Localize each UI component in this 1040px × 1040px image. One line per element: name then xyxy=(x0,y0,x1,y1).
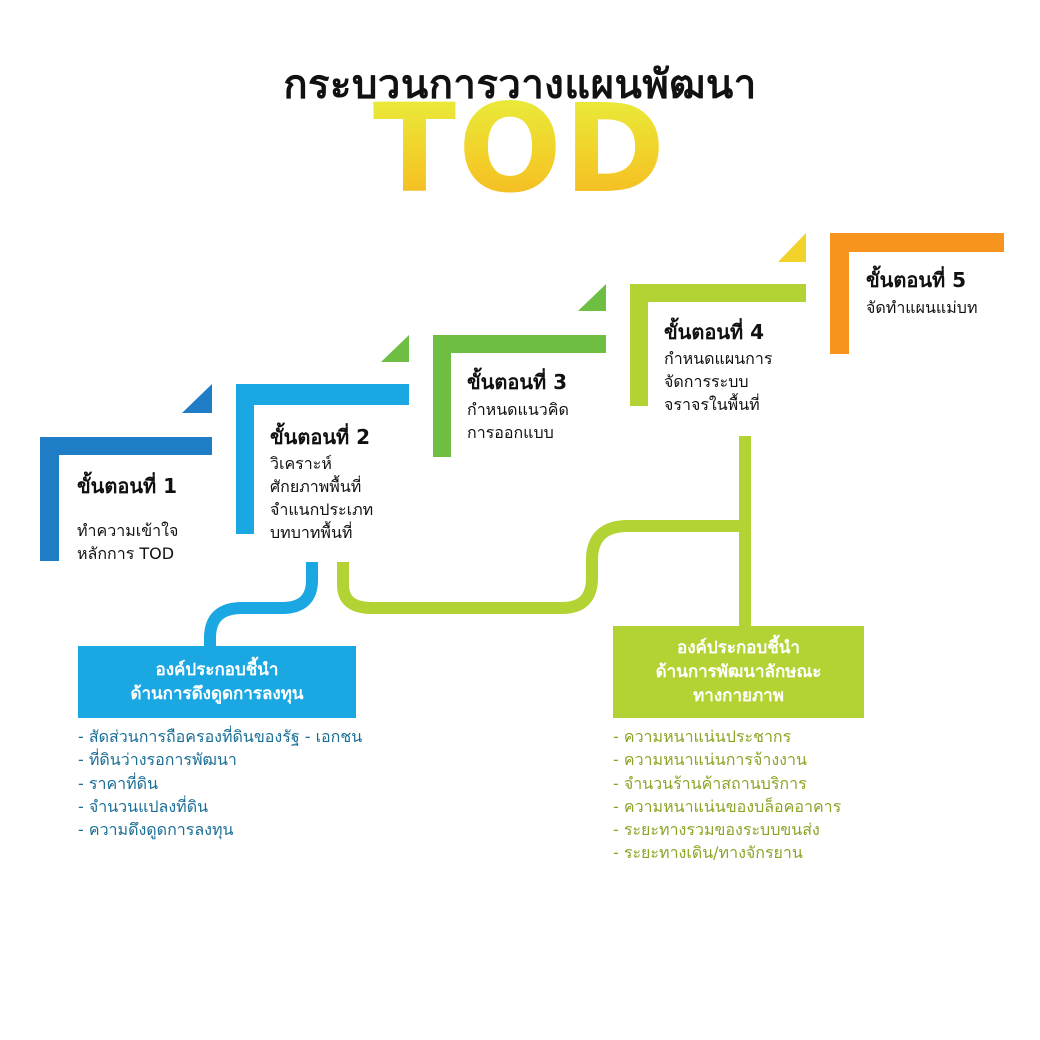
step1-corner xyxy=(182,384,212,413)
physical-connector xyxy=(337,520,745,614)
step4-line: จราจรในพื้นที่ xyxy=(664,395,760,414)
step5-desc: จัดทำแผนแม่บท xyxy=(866,296,977,319)
step2-desc: วิเคราะห์ ศักยภาพพื้นที่ จำแนกประเภท บทบ… xyxy=(270,452,373,544)
step4-desc: กำหนดแผนการ จัดการระบบ จราจรในพื้นที่ xyxy=(664,347,772,416)
step2-line: จำแนกประเภท xyxy=(270,500,374,519)
physical-title-line: ทางกายภาพ xyxy=(693,686,784,706)
step1-title: ขั้นตอนที่ 1 xyxy=(77,474,178,498)
step2-corner xyxy=(381,335,409,362)
step1-desc: ทำความเข้าใจ หลักการ TOD xyxy=(77,519,178,565)
investment-title-line: ด้านการดึงดูดการลงทุน xyxy=(130,684,304,704)
step1-line: หลักการ TOD xyxy=(77,544,175,563)
list-item: - ระยะทางเดิน/ทางจักรยาน xyxy=(613,843,803,863)
step4-title: ขั้นตอนที่ 4 xyxy=(664,320,765,344)
step2-frame xyxy=(236,384,409,534)
step4-line: กำหนดแผนการ xyxy=(664,349,773,368)
investment-list: - สัดส่วนการถือครองที่ดินของรัฐ - เอกชน … xyxy=(78,725,362,841)
list-item: - ความหนาแน่นของบล็อคอาคาร xyxy=(613,796,842,816)
step1-line: ทำความเข้าใจ xyxy=(77,521,179,540)
list-item: - สัดส่วนการถือครองที่ดินของรัฐ - เอกชน xyxy=(78,727,363,746)
step2-line: วิเคราะห์ xyxy=(270,454,332,473)
list-item: - ความดึงดูดการลงทุน xyxy=(78,820,234,840)
investment-title: องค์ประกอบชี้นำ ด้านการดึงดูดการลงทุน xyxy=(78,646,356,718)
step3-title: ขั้นตอนที่ 3 xyxy=(467,370,568,394)
list-item: - ราคาที่ดิน xyxy=(78,773,158,793)
physical-title-line: องค์ประกอบชี้นำ xyxy=(677,638,800,658)
step3-frame xyxy=(433,335,606,457)
step3-corner xyxy=(578,284,606,311)
step3-desc: กำหนดแนวคิด การออกแบบ xyxy=(467,398,569,444)
list-item: - จำนวนแปลงที่ดิน xyxy=(78,796,209,816)
step2-line: บทบาทพื้นที่ xyxy=(270,523,353,542)
tod-heading: TOD xyxy=(0,88,1040,210)
investment-title-line: องค์ประกอบชี้นำ xyxy=(155,660,279,680)
step5-line: จัดทำแผนแม่บท xyxy=(866,298,978,317)
page-title: กระบวนการวางแผนพัฒนา xyxy=(283,62,757,108)
step5-title: ขั้นตอนที่ 5 xyxy=(866,268,967,292)
physical-box xyxy=(613,626,864,718)
list-item: - ที่ดินว่างรอการพัฒนา xyxy=(78,750,237,770)
step2-title: ขั้นตอนที่ 2 xyxy=(270,425,371,449)
step2-line: ศักยภาพพื้นที่ xyxy=(270,477,362,496)
step1-frame xyxy=(40,437,212,561)
list-item: - ความหนาแน่นการจ้างงาน xyxy=(613,750,807,770)
investment-box xyxy=(78,646,356,718)
investment-connector xyxy=(204,562,318,648)
physical-list: - ความหนาแน่นประชากร - ความหนาแน่นการจ้า… xyxy=(613,725,841,865)
step5-frame xyxy=(830,233,1004,354)
list-item: - จำนวนร้านค้าสถานบริการ xyxy=(613,773,807,793)
physical-title-line: ด้านการพัฒนาลักษณะ xyxy=(655,662,822,682)
step3-line: การออกแบบ xyxy=(467,423,554,442)
step3-line: กำหนดแนวคิด xyxy=(467,400,569,419)
step4-corner xyxy=(778,233,806,262)
list-item: - ความหนาแน่นประชากร xyxy=(613,727,792,746)
physical-title: องค์ประกอบชี้นำ ด้านการพัฒนาลักษณะ ทางกา… xyxy=(613,626,864,718)
list-item: - ระยะทางรวมของระบบขนส่ง xyxy=(613,820,820,840)
step4-frame xyxy=(630,284,806,406)
step4-line: จัดการระบบ xyxy=(664,372,749,391)
